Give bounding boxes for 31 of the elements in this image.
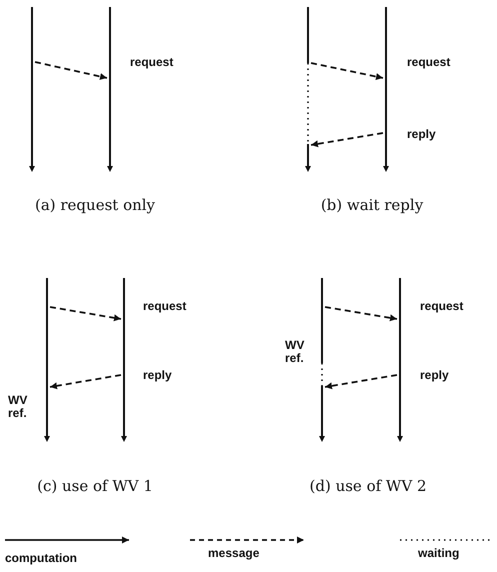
edge-label: request: [407, 56, 450, 69]
annotation-label: WV ref.: [285, 339, 306, 365]
edge-label: reply: [420, 369, 449, 382]
message-arrow: [34, 61, 108, 80]
legend-text: waiting: [418, 547, 460, 560]
edge-label: reply: [407, 128, 436, 141]
timeline-arrow: [397, 278, 403, 442]
timeline-arrow: [319, 278, 325, 442]
panel-caption: (c) use of WV 1: [37, 477, 153, 495]
edge-label: request: [420, 300, 464, 313]
legend-text: message: [208, 547, 260, 560]
message-arrow: [310, 62, 384, 80]
edge-label: request: [143, 300, 186, 313]
timeline-arrow: [305, 7, 311, 172]
timeline-arrow: [383, 7, 389, 172]
edge-label: request: [130, 56, 174, 69]
timeline-arrow: [44, 278, 50, 442]
timeline-arrow: [107, 7, 113, 172]
timeline-arrow: [29, 7, 35, 172]
panel-caption: (b) wait reply: [320, 196, 424, 214]
message-arrow: [310, 132, 384, 148]
panel-caption: (a) request only: [34, 196, 156, 214]
timeline-arrow: [121, 278, 127, 442]
message-arrow: [324, 374, 398, 390]
message-arrow: [324, 306, 398, 322]
panel-caption: (d) use of WV 2: [310, 477, 426, 495]
message-arrow: [50, 374, 122, 390]
message-arrow: [50, 306, 122, 322]
legend-text: computation: [5, 552, 77, 565]
annotation-label: WV ref.: [8, 394, 28, 420]
edge-label: reply: [143, 369, 172, 382]
